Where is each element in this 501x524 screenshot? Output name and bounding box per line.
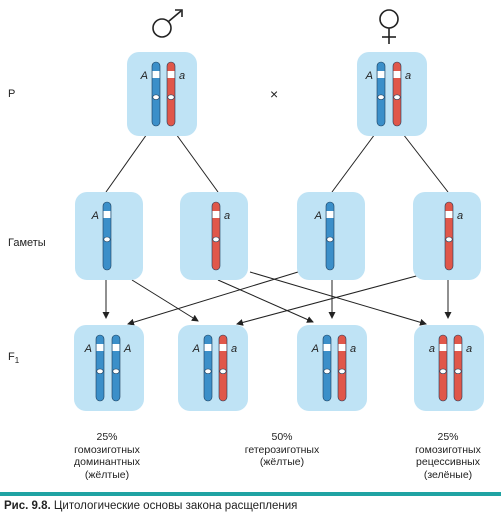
row-label-gametes: Гаметы [8,237,46,249]
allele-label: A [140,70,148,82]
dominant-chromosome: A [314,201,335,271]
result-homozygous-recessive: 25% гомозиготных рецессивных (зелёные) [393,431,501,481]
recessive-chromosome: a [211,201,230,271]
recessive-chromosome: a [166,61,185,127]
parent-lines [105,133,449,193]
result-line: (жёлтые) [84,468,130,481]
result-line: рецессивных [416,456,480,468]
dominant-chromosome: A [311,334,332,402]
allele-label: A [365,70,373,82]
allele-label: A [84,343,92,355]
result-heterozygous: 50% гетерозиготных (жёлтые) [227,431,337,469]
row-label-f1: F1 [8,351,19,365]
cross-symbol: × [270,86,279,102]
gamete-box: A [297,192,365,280]
allele-label: a [405,70,411,82]
allele-label: a [429,343,435,355]
allele-label: A [91,210,99,222]
allele-label: a [224,210,230,222]
gamete-box: a [413,192,481,280]
figure-caption: Рис. 9.8. Цитологические основы закона р… [4,500,297,512]
result-line: (жёлтые) [259,456,305,468]
result-homozygous-dominant: 25% гомозиготных доминантных (жёлтые) [52,431,162,481]
recessive-chromosome: a [429,334,448,402]
caption-divider [0,492,501,496]
gamete-box: a [180,192,248,280]
result-percent: 25% [437,431,459,443]
allele-label: A [192,343,200,355]
result-line: гетерозиготных [244,443,320,456]
result-line: гомозиготных [415,443,481,456]
gamete-box: A [75,192,143,280]
result-percent: 50% [271,431,293,443]
result-line: гомозиготных [74,443,140,456]
allele-label: a [179,70,185,82]
dominant-chromosome: A [91,201,112,271]
dominant-chromosome: A [111,334,131,402]
figure-number: Рис. 9.8. [4,500,51,512]
f1-letter: F [8,351,15,363]
male-icon [152,9,183,38]
dominant-chromosome: A [192,334,213,402]
allele-label: a [350,343,356,355]
recessive-chromosome: a [218,334,237,402]
allele-label: a [231,343,237,355]
figure-title: Цитологические основы закона расщепления [53,500,298,512]
recessive-chromosome: a [392,61,411,127]
row-label-p: P [8,88,16,100]
female-icon [379,9,399,44]
allele-label: A [123,343,131,355]
recessive-chromosome: a [453,334,472,402]
f1-subscript: 1 [14,356,20,366]
result-line: (зелёные) [423,468,473,481]
gamete-arrows [102,271,452,326]
result-line: доминантных [74,456,140,468]
recessive-chromosome: a [444,201,463,271]
dominant-chromosome: A [365,61,386,127]
result-percent: 25% [96,431,118,443]
allele-label: A [314,210,322,222]
allele-label: a [457,210,463,222]
dominant-chromosome: A [140,61,161,127]
dominant-chromosome: A [84,334,105,402]
recessive-chromosome: a [337,334,356,402]
allele-label: a [466,343,472,355]
allele-label: A [311,343,319,355]
